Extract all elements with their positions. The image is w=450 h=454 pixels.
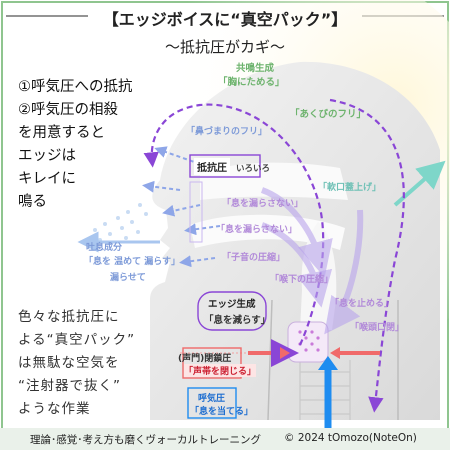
no-leak-label-1: 「息を漏らさない」 (222, 199, 304, 209)
resonance-label: 「胸にためる」 (218, 77, 285, 88)
resonance-title: 共鳴生成 (236, 63, 275, 74)
side-note-1: 色々な抵抗圧に (18, 309, 120, 325)
nasal-cavity (200, 162, 348, 200)
expiration-arrowhead (318, 356, 338, 370)
edge-generation-ring (197, 291, 267, 331)
edge-label: 「息を減らす」 (204, 315, 271, 326)
throat-label: 「喉下の圧縮」 (270, 275, 334, 285)
edge-title: エッジ生成 (208, 299, 256, 310)
point-2: ②呼気圧の相殺 (18, 102, 118, 118)
resistance-bracket (189, 181, 203, 243)
expiration-label: 「息を当てる」 (190, 407, 254, 417)
footer-bar (0, 428, 450, 450)
closure-arrowhead-left (280, 347, 290, 359)
lavender-arrow-2 (260, 222, 333, 308)
palate-label: 「軟口蓋上げ」 (318, 183, 382, 193)
yawn-label: 「あくびのフリ」 (290, 109, 367, 120)
exhale-title: 吐息成分 (86, 243, 123, 253)
side-note-2: よる“真空パック” (18, 332, 136, 348)
exhale-label: 「息を 温めて 漏らす」 (84, 257, 181, 267)
vocal-folds (287, 321, 329, 363)
nasal-label: 「鼻づまりのフリ」 (186, 127, 268, 137)
closure-title: (声門)閉鎖圧 (178, 354, 232, 364)
closure-label: 「声帯を閉じる」 (184, 364, 257, 377)
exhale-label-2: 漏らせて (110, 273, 146, 283)
point-3: を用意すると (18, 125, 105, 141)
footer-right: © 2024 tOmozo(NoteOn) (284, 432, 417, 444)
point-5: キレイに (18, 171, 76, 187)
expiration-title: 呼気圧 (198, 394, 226, 404)
point-6: 鳴る (18, 194, 47, 210)
lavender-arrow-1 (260, 187, 333, 278)
resistance-box (189, 154, 261, 178)
point-4: エッジは (18, 148, 76, 164)
lavender-arrow-3 (324, 209, 364, 335)
glottal-label: 「喉頭口閉」 (350, 323, 405, 333)
consonant-label: 「子音の圧縮」 (222, 253, 286, 263)
side-note-3: は無駄な空気を (18, 355, 120, 371)
no-leak-label-2: 「息を漏らさない」 (216, 225, 298, 235)
resistance-label: 抵抗圧 (194, 158, 230, 175)
page-subtitle: 〜抵抗圧がカギ〜 (164, 38, 285, 56)
page-title: 【エッジボイスに“真空パック”】 (102, 10, 348, 29)
yawn-arrow (393, 160, 446, 207)
resistance-various: いろいろ (236, 164, 271, 174)
closure-arrowhead-right (330, 347, 340, 359)
exhale-spray (93, 203, 148, 242)
side-note-5: ような作業 (18, 401, 91, 417)
neck-outline (267, 299, 399, 421)
closure-box (182, 347, 242, 379)
expiration-box (187, 387, 237, 419)
side-note-4: “注射器で抜く” (18, 378, 121, 394)
point-1: ①呼気圧への抵抗 (18, 79, 133, 95)
resistance-arrows (142, 146, 221, 268)
footer-left: 理論･感覚･考え方も磨くヴォーカルトレーニング (30, 434, 261, 446)
vibration-dots (298, 330, 320, 352)
stop-breath-label: 「息を止める」 (330, 299, 394, 309)
